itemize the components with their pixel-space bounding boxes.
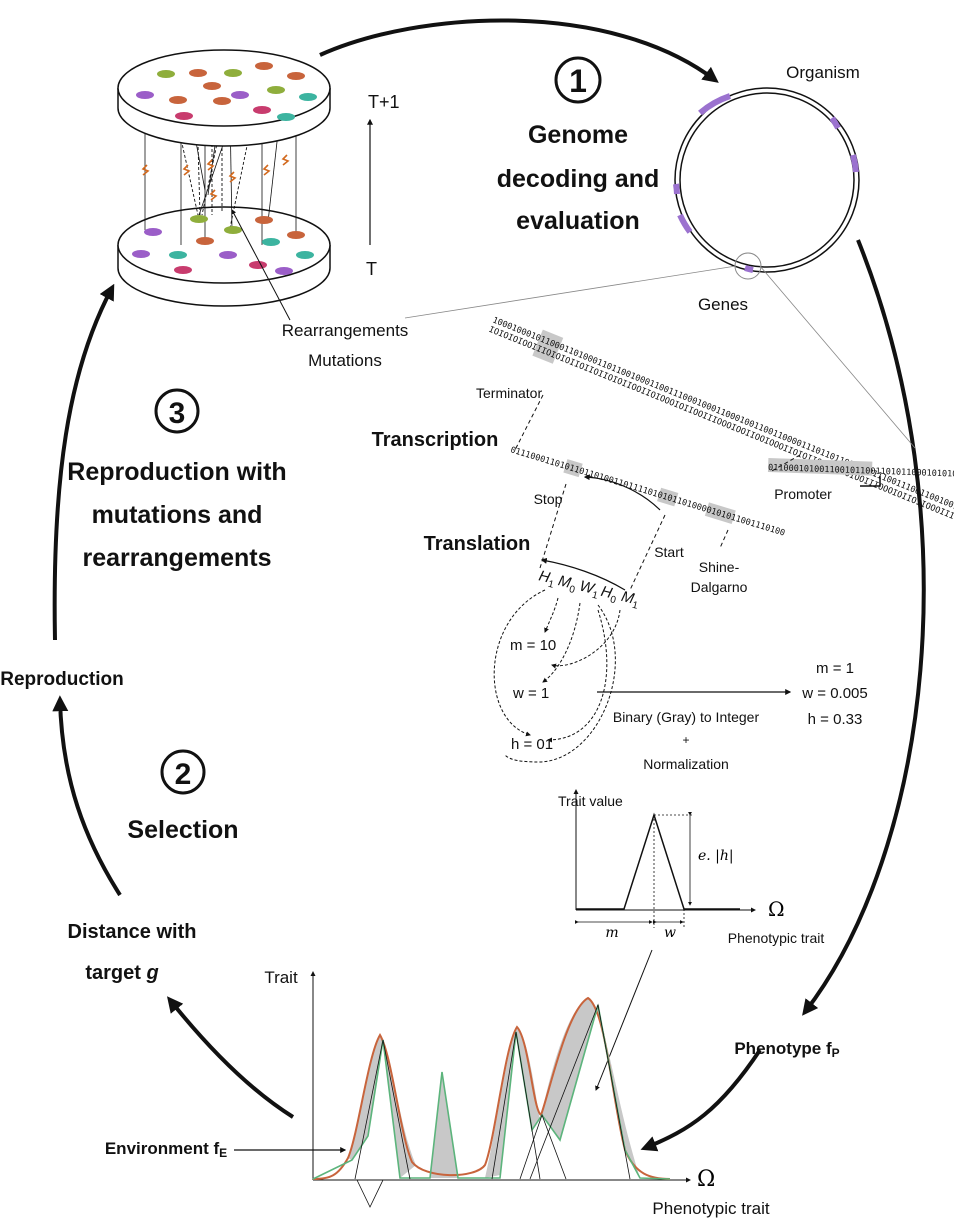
transcription-label: Transcription <box>372 429 499 451</box>
stop-highlight <box>563 459 583 478</box>
promoter-highlight <box>767 458 873 476</box>
w-value-result: w = 0.005 <box>801 685 867 702</box>
promoter-label: Promoter <box>774 486 832 502</box>
main-plot-xlabel: Phenotypic trait <box>652 1199 769 1218</box>
cycle-arrows <box>52 18 926 1152</box>
trait-plot: Trait value m w e. |h| Ω Phenotypic trai… <box>558 789 825 1091</box>
step-2-title: Selection <box>127 816 238 844</box>
step-1-circle <box>554 56 602 104</box>
distance-label: Distance with target g <box>68 921 197 984</box>
transcription-dash-left <box>514 394 544 451</box>
transcription-dash-right <box>769 454 801 473</box>
translation-dash-sd <box>719 529 729 549</box>
trait-plot-omega: Ω <box>768 897 785 921</box>
top-disc-top <box>117 49 331 127</box>
distance-line-2: target g <box>85 962 158 984</box>
zoom-line-left <box>404 265 737 319</box>
difference-area-3 <box>485 998 640 1178</box>
conversion-line-2: Normalization <box>643 756 729 772</box>
time-bottom-label: T <box>366 259 377 279</box>
w-value-binary: w = 1 <box>512 685 549 702</box>
promoter-arrow <box>860 476 881 487</box>
step-3-title-line-2: mutations and <box>92 501 263 529</box>
trait-h-label: e. |h| <box>698 848 734 864</box>
transcription-direction-arrow <box>583 474 661 511</box>
codon-h1: H1 <box>536 567 557 590</box>
reproduction-label: Reproduction <box>0 669 124 690</box>
shine-dalgarno-highlight <box>704 502 736 524</box>
m-value-result: m = 1 <box>816 660 854 677</box>
phenotype-label: Phenotype fP <box>734 1039 839 1060</box>
step-1-label: 1 Genome decoding and evaluation <box>497 56 660 235</box>
translation-dash-left <box>539 483 567 569</box>
conversion: Binary (Gray) to Integer + Normalization… <box>597 660 868 772</box>
terminator-label: Terminator <box>476 385 542 401</box>
organism-outer-ring <box>674 87 860 273</box>
codon-arrows <box>493 589 621 763</box>
codon-m0: M0 <box>556 572 579 596</box>
h-value-binary: h = 01 <box>511 736 553 753</box>
step-3-title-line-3: rearrangements <box>83 544 272 572</box>
step-2-label: 2 Selection <box>127 749 239 844</box>
step-1-number: 1 <box>569 63 587 99</box>
trait-plot-xlabel: Phenotypic trait <box>728 930 825 946</box>
zoom-line-right <box>759 265 916 449</box>
mutations-label: Mutations <box>308 351 382 370</box>
step-3-circle <box>154 388 200 434</box>
conversion-line-1: Binary (Gray) to Integer <box>613 709 760 725</box>
m-value-binary: m = 10 <box>510 637 556 654</box>
distance-line-1: Distance with <box>68 921 197 943</box>
top-dots <box>136 62 317 121</box>
shine-label: Shine- <box>699 559 740 575</box>
main-plot-ylabel: Trait <box>264 968 298 987</box>
organism-label: Organism <box>786 63 860 82</box>
trait-plot-ylabel: Trait value <box>558 793 623 809</box>
population-discs: T+1 T Rearrangements Mutations <box>117 49 409 370</box>
main-plot: Trait Ω Phenotypic trait <box>264 968 770 1218</box>
step-1-title-line-2: decoding and <box>497 165 660 193</box>
start-highlight <box>657 487 679 507</box>
time-top-label: T+1 <box>368 92 400 112</box>
start-label: Start <box>654 544 684 560</box>
step-3-label: 3 Reproduction with mutations and rearra… <box>67 388 287 572</box>
trait-m-label: m <box>605 925 618 941</box>
codon-sequence: H1 M0 W1 H0 M1 <box>536 567 642 612</box>
codon-h0: H0 <box>598 583 619 606</box>
stop-label: Stop <box>534 491 563 507</box>
step-3-number: 3 <box>169 397 186 430</box>
main-plot-omega: Ω <box>697 1167 715 1192</box>
mutation-icons <box>141 154 290 201</box>
rearrangements-label: Rearrangements <box>282 321 409 340</box>
h-value-result: h = 0.33 <box>808 711 863 728</box>
codon-decoding: H1 M0 W1 H0 M1 m = 10 w = 1 h = 01 <box>493 567 642 763</box>
step-1-title-line-3: evaluation <box>516 207 640 235</box>
codon-w1: W1 <box>577 578 601 602</box>
rearrangement-pointer <box>231 209 291 321</box>
translation-label: Translation <box>424 533 531 555</box>
organism-inner-ring <box>679 92 855 268</box>
environment-label: Environment fE <box>105 1139 227 1160</box>
trait-to-phenotype-pointer <box>595 949 653 1091</box>
difference-area-1 <box>348 1035 416 1178</box>
codon-m1: M1 <box>619 588 642 612</box>
step-3-title-line-1: Reproduction with <box>67 458 286 486</box>
translation-direction-arrow <box>540 557 626 591</box>
triangle-components <box>354 1003 631 1208</box>
terminator-highlight <box>532 329 564 364</box>
step-1-title-line-1: Genome <box>528 121 628 149</box>
difference-area-2 <box>430 1072 458 1178</box>
gene-segments <box>673 93 859 273</box>
bottom-dots <box>132 215 314 275</box>
bottom-disc-top <box>117 206 331 284</box>
genes-label: Genes <box>698 295 748 314</box>
dalgarno-label: Dalgarno <box>691 579 748 595</box>
step-2-number: 2 <box>175 758 192 791</box>
conversion-plus: + <box>682 733 689 747</box>
organism: Organism Genes <box>404 63 916 449</box>
genome-detail: 1000100010110001101000110110010001100111… <box>372 316 954 595</box>
step-2-circle <box>160 749 206 795</box>
trait-w-label: w <box>664 925 676 941</box>
